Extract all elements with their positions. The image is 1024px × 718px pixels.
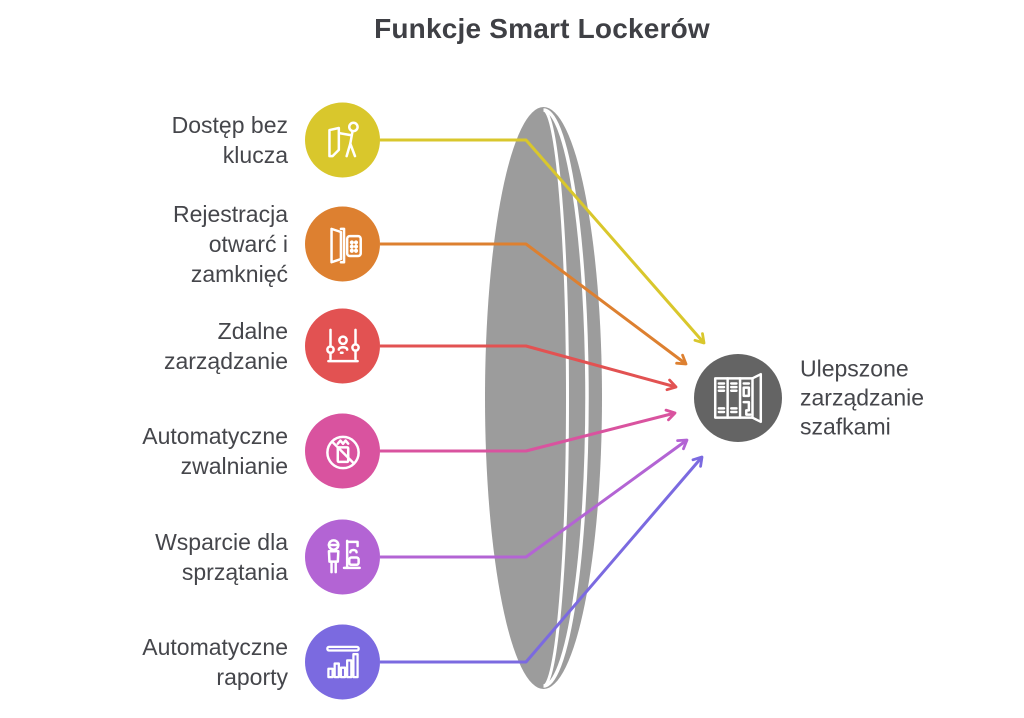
result-label: Ulepszone zarządzanie szafkami [800, 355, 924, 442]
label-line: zwalnianie [180, 453, 288, 479]
auto-release-icon [305, 413, 380, 489]
label-line: klucza [222, 142, 288, 168]
label-line: Rejestracja [172, 201, 288, 227]
label-line: Automatyczne [142, 634, 288, 660]
label-line: zarządzanie [163, 348, 288, 374]
label-line: Wsparcie dla [155, 529, 288, 555]
feature-label-keyless-access: Dostęp bez klucza [48, 110, 288, 170]
label-line: otwarć i [208, 231, 288, 257]
cleaning-support-icon [305, 519, 380, 595]
open-close-log-icon [305, 206, 380, 282]
feature-label-cleaning-support: Wsparcie dla sprzątania [48, 527, 288, 587]
connector-arrow-cleaning-support [380, 438, 689, 559]
auto-reports-icon [305, 624, 380, 700]
feature-label-open-close-log: Rejestracja otwarć i zamknięć [48, 199, 288, 289]
label-line: Dostęp bez [171, 112, 288, 138]
label-line: zarządzanie [800, 384, 925, 411]
connector-arrow-remote-management [380, 344, 678, 392]
label-line: sprzątania [181, 559, 288, 585]
feature-label-auto-release: Automatyczne zwalnianie [48, 421, 288, 481]
page-title: Funkcje Smart Lockerów [374, 13, 710, 44]
label-line: Ulepszone [800, 355, 909, 382]
label-line: zamknięć [190, 261, 288, 287]
label-line: Zdalne [217, 318, 288, 344]
feature-label-auto-reports: Automatyczne raporty [48, 632, 288, 692]
connector-arrow-open-close-log [380, 242, 688, 366]
funnel-lens-stripe [543, 108, 569, 688]
funnel-lens [485, 107, 602, 689]
label-line: raporty [216, 664, 288, 690]
feature-label-remote-management: Zdalne zarządzanie [48, 316, 288, 376]
remote-management-icon [305, 308, 380, 384]
keyless-access-icon [305, 102, 380, 178]
connector-arrow-keyless-access [380, 138, 706, 345]
funnel-lens-stripe [543, 108, 589, 688]
label-line: Automatyczne [142, 423, 288, 449]
connector-arrow-auto-reports [380, 455, 704, 664]
connector-arrow-auto-release [380, 408, 677, 453]
locker-cabinet-icon [694, 354, 782, 442]
label-line: szafkami [800, 413, 891, 440]
